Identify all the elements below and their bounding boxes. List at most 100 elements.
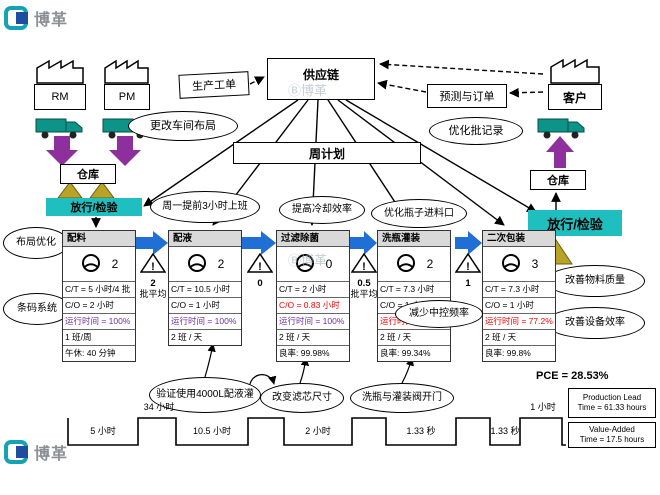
operator-row: 0	[277, 247, 349, 281]
supply-chain-label: 供应链	[302, 68, 339, 82]
kaizen-label: 优化批记录	[448, 124, 504, 137]
inventory-marker-3: ! 0.5 批平均	[344, 252, 384, 300]
production-lead-time-box: Production Lead Time = 61.33 hours	[568, 388, 656, 418]
timeline-process-2: 10.5 小时	[192, 426, 232, 436]
triangle-icon	[89, 181, 115, 199]
process-name: 过滤除菌	[277, 231, 349, 247]
supplier-pm-box: PM	[104, 84, 150, 110]
stat-co: C/O = 1 小时	[169, 297, 241, 313]
kaizen-monday-early: 周一提前3小时上班	[150, 191, 260, 223]
customer-box: 客户	[548, 84, 602, 110]
kaizen-label: 改善物料质量	[565, 275, 625, 287]
operator-count: 2	[217, 257, 225, 271]
inventory-triangle-icon: !	[350, 252, 378, 273]
kaizen-filter-size: 改变滤芯尺寸	[260, 383, 344, 413]
timeline-process-3: 2 小时	[305, 426, 331, 436]
kaizen-label: 洗瓶与灌装阀开门	[362, 392, 442, 404]
process-name: 配液	[169, 231, 241, 247]
kaizen-improve-cooling: 提高冷却效率	[279, 196, 365, 224]
brand-logo-icon	[4, 440, 28, 464]
timeline-wait-1: 34 小时	[143, 402, 175, 412]
pce-value: PCE = 28.53%	[536, 370, 609, 382]
stat-uptime: 运行时间 = 100%	[63, 313, 135, 329]
inventory-marker-1: ! 2 批平均	[133, 252, 173, 300]
operator-count: 2	[111, 257, 119, 271]
svg-text:!: !	[151, 261, 155, 273]
svg-text:!: !	[362, 261, 366, 273]
timeline-process-1: 5 小时	[90, 426, 116, 436]
va-line2: Time = 17.5 hours	[579, 435, 645, 444]
supplier-pm-label: PM	[118, 91, 136, 103]
factory-icon-customer	[550, 58, 600, 84]
process-name: 配料	[63, 231, 135, 247]
customer-label: 客户	[562, 90, 587, 105]
kaizen-bottle-inlet: 优化瓶子进料口	[371, 199, 467, 228]
inventory-label: 批平均	[139, 289, 167, 299]
stat-yield: 良率: 99.98%	[277, 345, 349, 361]
kaizen-change-layout: 更改车间布局	[128, 111, 238, 141]
forecast-orders-label: 预测与订单	[439, 91, 495, 103]
kaizen-layout-optimization: 布局优化	[3, 227, 69, 259]
truck-icon-rm	[35, 118, 83, 139]
operator-row: 2	[63, 247, 135, 281]
process-box-solution-prep: 配液 2 C/T = 10.5 小时 C/O = 1 小时 运行时间 = 100…	[168, 230, 242, 346]
kaizen-label: 改变滤芯尺寸	[272, 392, 332, 404]
stat-yield: 良率: 99.8%	[483, 345, 555, 361]
triangle-icon	[57, 181, 83, 199]
timeline-process-5: 1.33 秒	[490, 426, 520, 436]
kaizen-label: 改善设备效率	[565, 317, 625, 329]
inventory-marker-2: ! 0	[240, 252, 280, 289]
operator-row: 2	[169, 247, 241, 281]
stat-co: C/O = 0.83 小时	[277, 297, 349, 313]
plt-line1: Production Lead	[582, 392, 642, 402]
inventory-marker-4: ! 1	[448, 252, 488, 289]
stat-shift: 2 班 / 天	[483, 329, 555, 345]
supply-chain-box: 供应链	[267, 58, 375, 100]
svg-text:!: !	[258, 261, 262, 273]
down-arrow-icon	[46, 136, 78, 166]
warehouse-right-box: 仓库	[530, 170, 586, 190]
brand-logo-text: 博革	[34, 446, 69, 463]
brand-logo-bottom: 博革	[4, 440, 68, 464]
process-box-batching: 配料 2 C/T = 5 小时/4 批 C/O = 2 小时 运行时间 = 10…	[62, 230, 136, 362]
process-box-filtration: 过滤除菌 0 C/T = 2 小时 C/O = 0.83 小时 运行时间 = 1…	[276, 230, 350, 362]
weekly-plan-label: 周计划	[308, 146, 345, 161]
brand-logo-text: 博革	[34, 12, 69, 29]
stat-uptime: 运行时间 = 100%	[169, 313, 241, 329]
kaizen-label: 更改车间布局	[150, 119, 216, 132]
timeline-wait-2: 1 小时	[530, 402, 556, 412]
kaizen-material-quality: 改善物料质量	[545, 265, 645, 297]
stat-ct: C/T = 7.3 小时	[378, 281, 450, 297]
factory-icon-pm	[104, 59, 149, 84]
warehouse-left-box: 仓库	[60, 164, 116, 184]
value-added-time-box: Value-Added Time = 17.5 hours	[568, 422, 656, 448]
va-line1: Value-Added	[589, 424, 635, 434]
stat-ct: C/T = 10.5 小时	[169, 281, 241, 297]
inventory-triangle-icon: !	[454, 252, 482, 273]
brand-logo-icon	[4, 6, 28, 30]
kaizen-label: 布局优化	[16, 237, 56, 249]
inventory-count: 0	[257, 278, 263, 289]
operator-count: 3	[531, 257, 539, 271]
warehouse-label: 仓库	[547, 175, 569, 187]
kaizen-label: 周一提前3小时上班	[162, 201, 248, 213]
stat-shift: 2 班 / 天	[378, 329, 450, 345]
stat-ct: C/T = 5 小时/4 批	[63, 281, 135, 297]
timeline-process-4: 1.33 秒	[406, 426, 436, 436]
operator-icon	[501, 254, 520, 272]
kaizen-label: 优化瓶子进料口	[384, 207, 454, 219]
kaizen-label: 减少中控频率	[409, 308, 469, 320]
kaizen-barcode-system: 条码系统	[3, 293, 71, 325]
kaizen-reduce-ipc: 减少中控频率	[395, 300, 483, 328]
release-inspection-right: 放行/检验	[528, 210, 622, 236]
stat-ct: C/T = 2 小时	[277, 281, 349, 297]
operator-row: 2	[378, 247, 450, 281]
up-arrow-icon	[546, 136, 574, 168]
stat-ct: C/T = 7.3 小时	[483, 281, 555, 297]
stat-uptime: 运行时间 = 77.2%	[483, 313, 555, 329]
kaizen-label: 验证使用4000L配液灌	[156, 389, 254, 401]
operator-count: 2	[426, 257, 434, 271]
stat-extra: 午休: 40 分钟	[63, 345, 135, 361]
release-inspection-left: 放行/检验	[46, 198, 142, 216]
